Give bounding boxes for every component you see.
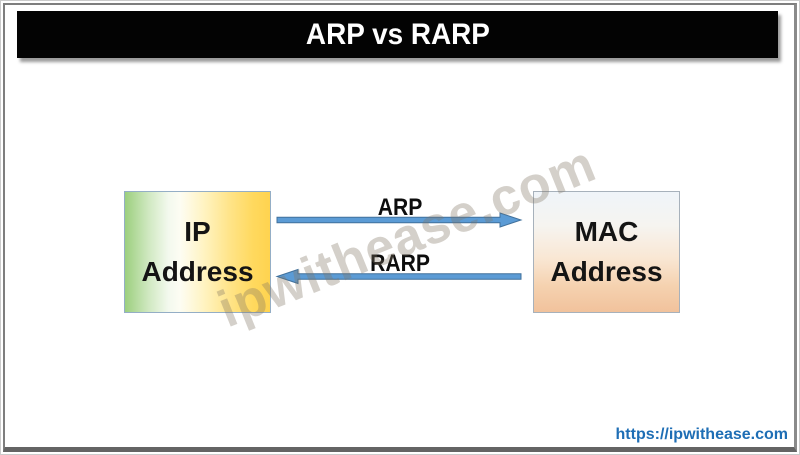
ip-node-label-line1: IP <box>184 216 211 247</box>
page-title: ARP vs RARP <box>305 17 490 51</box>
arp-arrow-label: ARP <box>377 194 423 221</box>
title-bar: ARP vs RARP <box>17 11 778 58</box>
mac-node-label-line1: MAC <box>574 216 639 247</box>
mac-node-label-line2: Address <box>550 256 663 287</box>
ip-address-node: IP Address <box>124 191 271 313</box>
mac-address-node: MAC Address <box>533 191 680 313</box>
ip-node-label-line2: Address <box>141 256 254 287</box>
footer-url-link[interactable]: https://ipwithease.com <box>615 426 788 443</box>
rarp-arrow-label: RARP <box>370 250 430 277</box>
